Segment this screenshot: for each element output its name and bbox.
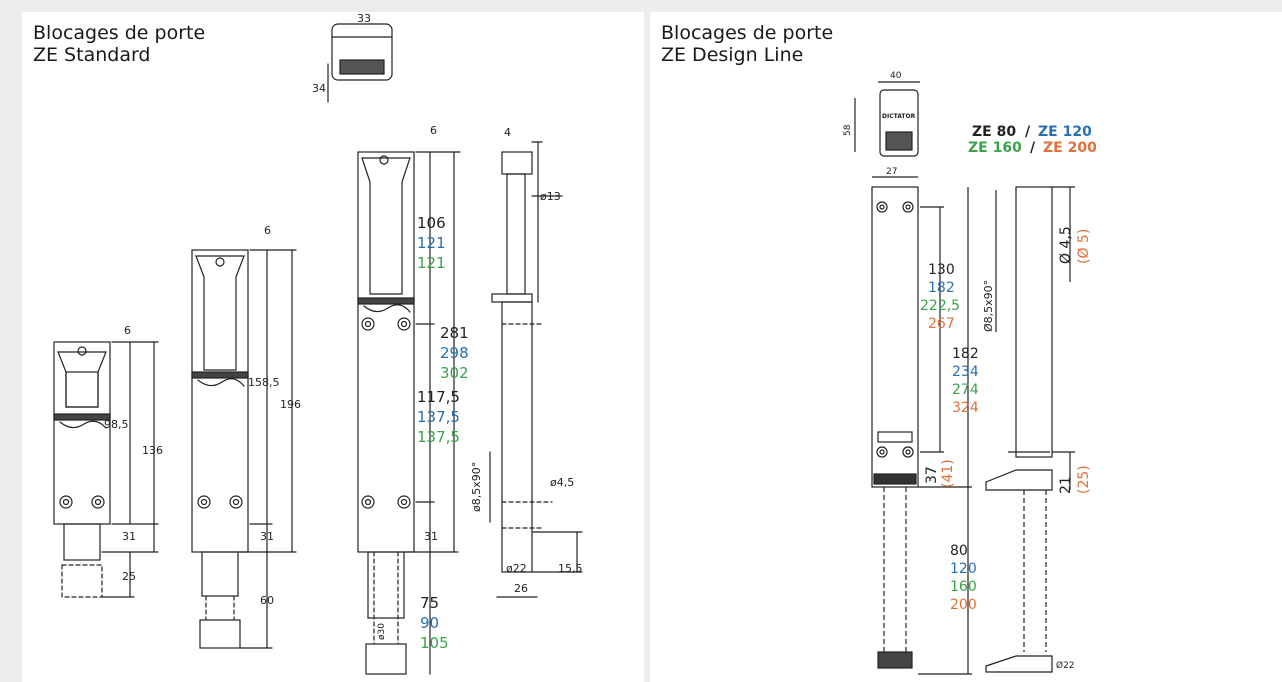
large-total-2: 302 <box>440 364 469 382</box>
right-panel-title: Blocages de porte ZE Design Line <box>661 22 833 66</box>
left-title-line2: ZE Standard <box>33 44 151 66</box>
small-foot: 25 <box>122 570 136 583</box>
bottom-gap-0: 37 <box>924 466 940 484</box>
middle-0: 182 <box>952 346 979 362</box>
model-sep-1: / <box>1025 124 1031 140</box>
large-total-0: 281 <box>440 324 469 342</box>
design-head <box>854 81 920 157</box>
side-d45-right: Ø 4,5 <box>1058 226 1074 264</box>
foot-0: 80 <box>950 543 968 559</box>
large-bottom-gap: 31 <box>424 530 438 543</box>
side-width: 26 <box>514 582 528 595</box>
head-width: 33 <box>357 12 371 25</box>
model-ze80: ZE 80 <box>972 124 1016 140</box>
side-d5-right: (Ø 5) <box>1076 229 1092 264</box>
small-bottom-gap: 31 <box>122 530 136 543</box>
design-side-view <box>985 186 1075 673</box>
side-view <box>489 141 583 598</box>
medium-travel: 158,5 <box>248 376 280 389</box>
large-lower-2: 137,5 <box>417 428 460 446</box>
side-g25: (25) <box>1076 465 1092 494</box>
model-sep-2: / <box>1030 140 1036 156</box>
right-title-line2: ZE Design Line <box>661 44 804 66</box>
body-width: 27 <box>886 167 897 177</box>
ze-standard-drawing: 6 98,5 136 31 25 6 158,5 196 31 60 33 34… <box>53 12 583 675</box>
large-tip: ø30 <box>377 623 387 640</box>
large-lower-0: 117,5 <box>417 388 460 406</box>
large-top-offset: 6 <box>430 124 437 137</box>
left-title-line1: Blocages de porte <box>33 22 206 44</box>
side-top: 4 <box>504 126 511 139</box>
small-top-offset: 6 <box>124 324 131 337</box>
head-brand: DICTATOR <box>882 113 916 120</box>
small-travel: 98,5 <box>104 418 129 431</box>
large-blocker <box>327 23 461 675</box>
side-hole: ø8,5x90° <box>470 462 483 512</box>
small-blocker <box>53 341 159 598</box>
head-width-right: 40 <box>890 71 902 81</box>
middle-1: 234 <box>952 364 979 380</box>
foot-1: 120 <box>950 561 977 577</box>
small-total: 136 <box>142 444 163 457</box>
large-foot-0: 75 <box>420 594 439 612</box>
right-title-line1: Blocages de porte <box>661 22 834 44</box>
model-ze160: ZE 160 <box>968 140 1022 156</box>
side-d13: ø13 <box>540 190 561 203</box>
model-legend: ZE 80 / ZE 120 ZE 160 / ZE 200 <box>968 124 1097 156</box>
foot-2: 160 <box>950 579 977 595</box>
large-upper-2: 121 <box>417 254 446 272</box>
side-hole-right: Ø8,5x90° <box>982 280 995 332</box>
side-d155: 15,5 <box>558 562 583 575</box>
model-ze200: ZE 200 <box>1043 140 1097 156</box>
model-ze120: ZE 120 <box>1038 124 1092 140</box>
large-upper-1: 121 <box>417 234 446 252</box>
medium-total: 196 <box>280 398 301 411</box>
large-total-1: 298 <box>440 344 469 362</box>
large-foot-2: 105 <box>420 634 449 652</box>
foot-3: 200 <box>950 597 977 613</box>
left-panel: Blocages de porte ZE Standard <box>22 12 644 682</box>
medium-top-offset: 6 <box>264 224 271 237</box>
upper-2: 222,5 <box>920 298 960 314</box>
upper-3: 267 <box>928 316 955 332</box>
middle-3: 324 <box>952 400 979 416</box>
medium-bottom-gap: 31 <box>260 530 274 543</box>
side-d22: ø22 <box>506 562 527 575</box>
upper-1: 182 <box>928 280 955 296</box>
head-height-right: 58 <box>843 124 853 136</box>
upper-0: 130 <box>928 262 955 278</box>
left-panel-title: Blocages de porte ZE Standard <box>33 22 205 66</box>
side-d45: ø4,5 <box>550 476 574 489</box>
head-height: 34 <box>312 82 326 95</box>
cropped-top-text <box>0 0 260 3</box>
large-upper-0: 106 <box>417 214 446 232</box>
medium-foot: 60 <box>260 594 274 607</box>
bottom-gap-1: (41) <box>940 459 956 488</box>
large-lower-1: 137,5 <box>417 408 460 426</box>
medium-blocker <box>191 249 297 649</box>
right-panel: Blocages de porte ZE Design Line ZE 80 /… <box>650 12 1282 682</box>
design-body <box>871 176 972 675</box>
ze-design-line-drawing: ZE 80 / ZE 120 ZE 160 / ZE 200 <box>843 71 1097 675</box>
middle-2: 274 <box>952 382 979 398</box>
large-foot-1: 90 <box>420 614 439 632</box>
side-g21: 21 <box>1058 476 1074 494</box>
side-d22-right: Ø22 <box>1056 660 1075 671</box>
